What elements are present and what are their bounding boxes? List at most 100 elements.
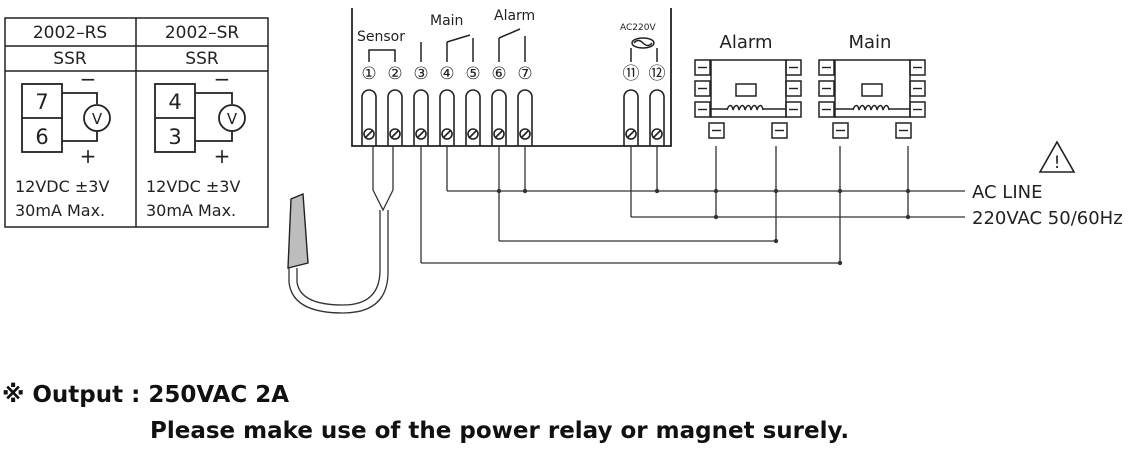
relay-body (834, 59, 911, 118)
terminal-number-7: ⑦ (517, 64, 532, 84)
terminal-number-3: ③ (413, 64, 428, 84)
relay-terminal (771, 122, 788, 139)
terminal-screw-slot (365, 130, 373, 138)
ac-line-label: AC LINE (972, 182, 1042, 203)
terminal-slot (413, 89, 429, 146)
terminal-screw (415, 128, 427, 140)
terminal-slot (361, 89, 377, 146)
ssr-rs-rating-voltage: 12VDC ±3V (15, 177, 109, 196)
ac-voltage-label: 220VAC 50/60Hz (972, 208, 1123, 229)
terminal-slot (465, 89, 481, 146)
terminal-number-12: ⑫ (649, 64, 666, 84)
controller-body (351, 8, 672, 147)
main-relay (818, 59, 926, 139)
controller-main-label: Main (430, 13, 463, 29)
terminal-number-1: ① (361, 64, 376, 84)
relay-contact (735, 83, 757, 97)
terminal-number-5: ⑤ (465, 64, 480, 84)
terminal-slot (649, 89, 665, 146)
wiring-junction-dot (773, 188, 779, 194)
ssr-model-sr: 2002–SR (165, 23, 240, 43)
relay-coil (852, 104, 890, 111)
terminal-screw-slot (495, 130, 503, 138)
terminal-screw (441, 128, 453, 140)
terminal-screw-slot (469, 130, 477, 138)
controller-internal-symbols (368, 28, 658, 62)
ssr-sr-plus: + (214, 144, 231, 168)
relay-contact (861, 83, 883, 97)
terminal-number-11: ⑪ (623, 64, 640, 84)
relay-body (710, 59, 787, 118)
wiring-junction-dot (905, 214, 911, 220)
terminal-screw-slot (627, 130, 635, 138)
terminal-screw (493, 128, 505, 140)
output-note: ※ Output : 250VAC 2A (2, 382, 290, 408)
terminal-screw-slot (391, 130, 399, 138)
terminal-screw (389, 128, 401, 140)
ssr-rs-top-terminal: 7 (35, 90, 48, 114)
terminal-slot (387, 89, 403, 146)
wiring-junction-dot (713, 188, 719, 194)
ssr-sr-minus: − (214, 67, 231, 91)
controller-ac-label: AC220V (620, 23, 656, 33)
relay-terminal (708, 122, 725, 139)
terminal-screw (519, 128, 531, 140)
terminal-number-4: ④ (439, 64, 454, 84)
ssr-rs-terminal-block (21, 83, 111, 153)
main-relay-title: Main (849, 32, 892, 53)
relay-terminal (832, 122, 849, 139)
terminal-screw (651, 128, 663, 140)
terminal-number-2: ② (387, 64, 402, 84)
ssr-sr-meter-label: V (227, 110, 238, 128)
ssr-rs-bottom-terminal: 6 (35, 125, 48, 149)
alarm-relay-title: Alarm (720, 32, 773, 53)
controller-terminal-slots (361, 89, 665, 146)
terminal-slot (491, 89, 507, 146)
terminal-number-6: ⑥ (491, 64, 506, 84)
terminal-screw (467, 128, 479, 140)
ssr-rs-plus: + (80, 144, 97, 168)
wiring-junction-dot (773, 238, 779, 244)
wiring-junction-dot (522, 188, 528, 194)
ssr-sr-rating-voltage: 12VDC ±3V (146, 177, 240, 196)
ssr-rs-meter-label: V (92, 110, 103, 128)
alarm-relay (694, 59, 802, 139)
ssr-sr-terminal-block (154, 83, 246, 153)
ssr-model-rs: 2002–RS (33, 23, 107, 43)
terminal-screw-slot (653, 130, 661, 138)
wiring-junction-dot (837, 188, 843, 194)
terminal-screw (625, 128, 637, 140)
ssr-rs-minus: − (80, 67, 97, 91)
ssr-rs-rating-current: 30mA Max. (15, 201, 105, 220)
relay-coil (726, 104, 764, 111)
ssr-type-rs: SSR (53, 49, 87, 69)
warning-mark: ! (1054, 153, 1061, 173)
terminal-screw-slot (417, 130, 425, 138)
relay-terminal (694, 80, 711, 97)
wiring-junction-dot (654, 188, 660, 194)
relay-terminal (895, 122, 912, 139)
wiring (288, 146, 965, 314)
wiring-junction-dot (905, 188, 911, 194)
ssr-sr-rating-current: 30mA Max. (146, 201, 236, 220)
ssr-sr-bottom-terminal: 3 (168, 125, 181, 149)
relay-terminal (818, 59, 835, 76)
controller-alarm-label: Alarm (494, 8, 535, 24)
ssr-table (4, 17, 269, 228)
terminal-slot (517, 89, 533, 146)
ssr-sr-top-terminal: 4 (168, 90, 181, 114)
wiring-junction-dot (837, 260, 843, 266)
wiring-junction-dot (496, 188, 502, 194)
sensor-probe (287, 192, 309, 269)
ssr-type-sr: SSR (185, 49, 219, 69)
terminal-slot (623, 89, 639, 146)
relay-terminal (818, 80, 835, 97)
terminal-screw-slot (443, 130, 451, 138)
relay-terminal (694, 59, 711, 76)
wiring-junctions (496, 188, 911, 266)
terminal-screw (363, 128, 375, 140)
terminal-screw-slot (521, 130, 529, 138)
warning-icon (1038, 140, 1076, 173)
controller-sensor-label: Sensor (357, 29, 405, 45)
